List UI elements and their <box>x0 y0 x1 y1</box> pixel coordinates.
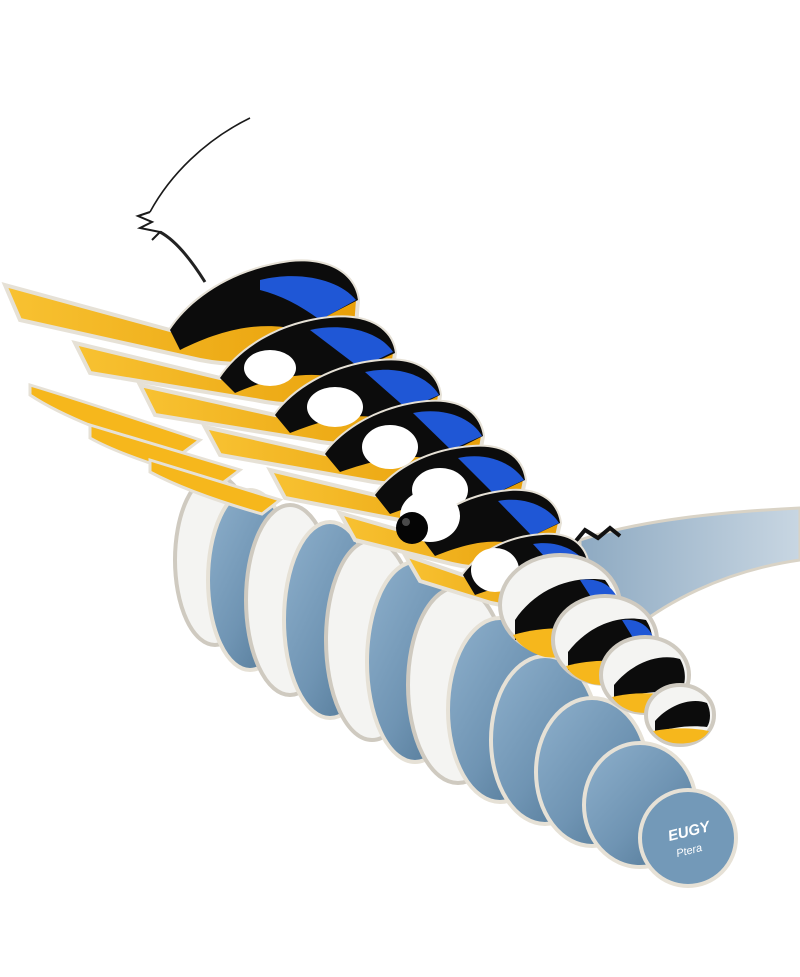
hanging-string-icon <box>135 117 251 283</box>
eye-icon <box>396 512 428 544</box>
neck-slice <box>644 683 716 747</box>
head-slices <box>1 259 716 747</box>
body-discs <box>173 473 738 888</box>
teeth-edge <box>28 372 284 516</box>
